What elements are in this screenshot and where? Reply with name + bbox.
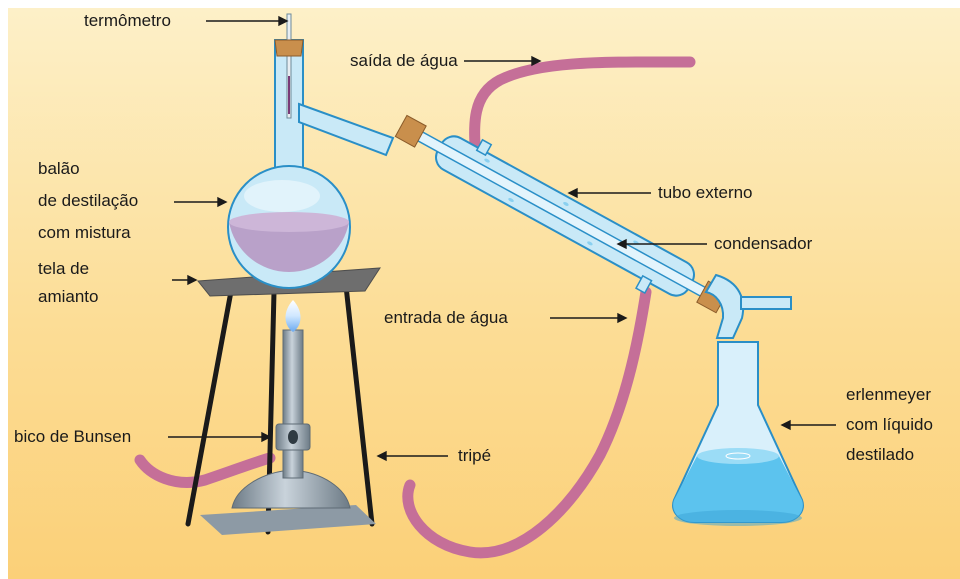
label-erlenmeyer-3: destilado [846,444,914,466]
label-balao-3: com mistura [38,222,131,244]
label-condensador: condensador [714,233,812,255]
label-entrada-agua: entrada de água [384,307,508,329]
label-balao-2: de destilação [38,190,138,212]
label-erlenmeyer-2: com líquido [846,414,933,436]
label-tripe: tripé [458,445,491,467]
flask-stopper [275,40,303,56]
label-saida-agua: saída de água [350,50,458,72]
label-tela-2: amianto [38,286,98,308]
thermometer [287,14,291,118]
label-termometro: termômetro [84,10,171,32]
label-bico-bunsen: bico de Bunsen [14,426,131,448]
label-tela-1: tela de [38,258,89,280]
label-tubo-externo: tubo externo [658,182,753,204]
burner-tube [283,330,303,478]
label-balao-1: balão [38,158,80,180]
label-erlenmeyer-1: erlenmeyer [846,384,931,406]
